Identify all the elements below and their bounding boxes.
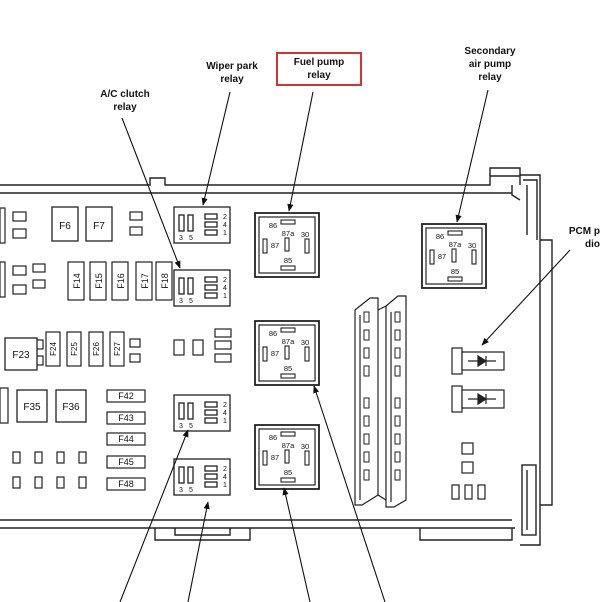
connector-block	[354, 295, 407, 508]
label-pcm-diode: PCM p dio	[568, 226, 600, 250]
fuse-f27-label: F27	[113, 342, 122, 356]
fuse-f18	[155, 261, 173, 301]
pin-86-label: 86	[269, 433, 277, 442]
fuse-box-housing	[0, 167, 553, 546]
pin-5-label: 5	[189, 235, 193, 242]
leader-lines	[119, 89, 571, 602]
pin-30-label: 30	[301, 230, 309, 239]
label-fuel-pump-relay: Fuel pump relay	[276, 52, 362, 86]
fuse-f7: F7	[85, 206, 113, 242]
pin-87-label: 87	[271, 453, 279, 462]
pin-3-label: 3	[179, 487, 183, 494]
lower-relay-2: 86 87a 30 87 85	[254, 424, 320, 490]
pin-30-label: 30	[468, 241, 476, 250]
pin-30-label: 30	[301, 442, 309, 451]
secondary-air-pump-relay: 86 87a 30 87 85	[421, 223, 487, 289]
fuse-f45-label: F45	[118, 457, 134, 467]
fuse-f17-label: F17	[140, 273, 150, 289]
pin-87a-label: 87a	[449, 240, 462, 249]
pcm-diode	[451, 347, 505, 375]
fuse-f14-label: F14	[72, 273, 82, 289]
pin-5-label: 5	[189, 423, 193, 430]
pin-1-label: 1	[223, 418, 227, 425]
pin-87a-label: 87a	[282, 441, 295, 450]
fuse-f44-label: F44	[118, 434, 134, 444]
connector-pins	[363, 311, 401, 481]
fuse-stack-f42-f48	[106, 389, 146, 491]
pin-2-label: 2	[223, 277, 227, 284]
pin-2-label: 2	[223, 214, 227, 221]
pin-3-label: 3	[179, 298, 183, 305]
label-wiper-park-relay: Wiper park relay	[206, 61, 258, 85]
pin-4-label: 4	[223, 474, 227, 481]
pin-87-label: 87	[271, 241, 279, 250]
fuse-row-f24-f27	[45, 331, 125, 367]
pin-2-label: 2	[223, 466, 227, 473]
diode-2	[451, 385, 505, 413]
pin-3-label: 3	[179, 423, 183, 430]
label-secondary-air-pump-relay: Secondary air pump relay	[464, 46, 516, 83]
pin-5-label: 5	[189, 487, 193, 494]
fuse-f43-label: F43	[118, 413, 134, 423]
pin-85-label: 85	[451, 267, 459, 276]
pin-85-label: 85	[284, 256, 292, 265]
pin-87a-label: 87a	[282, 337, 295, 346]
pin-85-label: 85	[284, 364, 292, 373]
fuse-f6-label: F6	[59, 221, 71, 232]
pin-86-label: 86	[269, 221, 277, 230]
fuse-f25-label: F25	[70, 342, 79, 356]
pin-87-label: 87	[438, 252, 446, 261]
fuse-f6: F6	[51, 206, 79, 242]
fuse-f16-label: F16	[116, 273, 126, 289]
fuse-f15-label: F15	[94, 273, 104, 289]
pin-2-label: 2	[223, 402, 227, 409]
fuse-f42-label: F42	[118, 391, 134, 401]
fuse-f26-label: F26	[92, 342, 101, 356]
fuse-f48-label: F48	[118, 479, 134, 489]
pin-86-label: 86	[269, 329, 277, 338]
fuel-pump-relay: 86 87a 30 87 85	[254, 212, 320, 278]
pin-1-label: 1	[223, 482, 227, 489]
fuse-f23-label: F23	[12, 350, 30, 361]
pin-4-label: 4	[223, 285, 227, 292]
fuse-f23: F23	[4, 337, 38, 371]
fuse-f35-label: F35	[23, 402, 41, 413]
pin-4-label: 4	[223, 222, 227, 229]
pin-3-label: 3	[179, 235, 183, 242]
pin-86-label: 86	[436, 232, 444, 241]
small-components-right	[451, 442, 486, 500]
fuse-f24-label: F24	[49, 342, 58, 356]
label-ac-clutch-relay: A/C clutch relay	[100, 89, 150, 113]
pin-1-label: 1	[223, 230, 227, 237]
fuse-f36-label: F36	[62, 402, 80, 413]
pin-87a-label: 87a	[282, 229, 295, 238]
pin-85-label: 85	[284, 468, 292, 477]
pin-4-label: 4	[223, 410, 227, 417]
fuse-block-left	[0, 207, 232, 489]
pin-30-label: 30	[301, 338, 309, 347]
fuse-f7-label: F7	[93, 221, 105, 232]
pin-1-label: 1	[223, 293, 227, 300]
fuse-row-f14-f18	[67, 261, 153, 301]
fuse-f36: F36	[55, 389, 87, 423]
pin-5-label: 5	[189, 298, 193, 305]
fuse-f35: F35	[16, 389, 48, 423]
pin-87-label: 87	[271, 349, 279, 358]
fuse-f18-label: F18	[160, 273, 170, 289]
lower-relay-1: 86 87a 30 87 85	[254, 320, 320, 386]
